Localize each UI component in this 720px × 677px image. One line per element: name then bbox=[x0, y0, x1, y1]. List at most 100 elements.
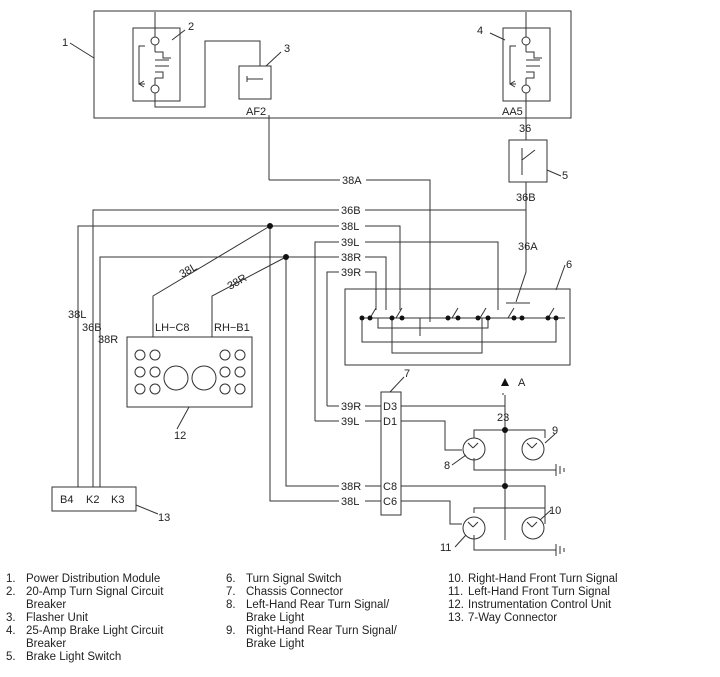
legend-number: 1. bbox=[6, 573, 16, 585]
callout-2: 2 bbox=[188, 21, 194, 33]
instrumentation-control-unit bbox=[126, 336, 253, 408]
legend-number: 4. bbox=[6, 625, 16, 637]
wire-38l-bus bbox=[77, 225, 401, 481]
lamp-ground-front bbox=[473, 535, 556, 551]
legend-number: 13. bbox=[448, 612, 464, 624]
circuit-breaker-20a bbox=[132, 12, 261, 108]
legend-text: Brake Light Switch bbox=[26, 651, 122, 663]
legend-number: 6. bbox=[226, 573, 236, 585]
flasher-unit bbox=[238, 65, 272, 180]
label-38r-vert: 38R bbox=[98, 334, 118, 346]
callout-12: 12 bbox=[174, 430, 186, 442]
lamp-lh-rear bbox=[462, 437, 486, 461]
callout-3: 3 bbox=[284, 43, 290, 55]
label-39l-conn: 39L bbox=[341, 416, 359, 428]
legend-item: 11. Left-Hand Front Turn Signal bbox=[448, 586, 618, 599]
pin-d1: D1 bbox=[383, 416, 397, 428]
wire-36b-bus bbox=[92, 195, 527, 481]
legend-text: Turn Signal Switch bbox=[246, 573, 342, 585]
label-aa5: AA5 bbox=[502, 106, 523, 118]
legend-item: 3. Flasher Unit bbox=[6, 612, 163, 625]
wire-38l-icu bbox=[152, 225, 271, 337]
legend-text: Right-Hand Rear Turn Signal/ Brake Light bbox=[246, 625, 397, 650]
label-39r-conn: 39R bbox=[341, 401, 361, 413]
label-39l-bus: 39L bbox=[341, 237, 359, 249]
lamp-rh-front bbox=[521, 516, 545, 540]
label-38a: 38A bbox=[342, 175, 362, 187]
legend-item: 6. Turn Signal Switch bbox=[226, 573, 397, 586]
callout-13: 13 bbox=[158, 512, 170, 524]
callout-7: 7 bbox=[404, 368, 410, 380]
label-38r-bus: 38R bbox=[341, 252, 361, 264]
legend-item: 12. Instrumentation Control Unit bbox=[448, 599, 618, 612]
brake-light-switch bbox=[508, 139, 548, 243]
legend-item: 4. 25-Amp Brake Light Circuit Breaker bbox=[6, 625, 163, 651]
callout-5: 5 bbox=[562, 170, 568, 182]
legend-number: 11. bbox=[448, 586, 464, 598]
pin-k2: K2 bbox=[86, 494, 99, 506]
wire-39l-bus bbox=[314, 241, 499, 421]
turn-signal-switch bbox=[344, 288, 571, 366]
label-rh-b1: RH−B1 bbox=[214, 322, 250, 334]
label-36b-vert: 36B bbox=[82, 322, 102, 334]
lamp-rh-rear bbox=[521, 437, 545, 461]
label-38l-diag: 38L bbox=[178, 261, 200, 281]
callout-11: 11 bbox=[440, 542, 451, 554]
wire-38r-bus bbox=[99, 256, 387, 481]
legend-text: Flasher Unit bbox=[26, 612, 88, 624]
legend-number: 5. bbox=[6, 651, 16, 663]
callout-1: 1 bbox=[62, 37, 68, 49]
legend-item: 7. Chassis Connector bbox=[226, 586, 397, 599]
legend-item: 2. 20-Amp Turn Signal Circuit Breaker bbox=[6, 586, 163, 612]
legend-item: 9. Right-Hand Rear Turn Signal/ Brake Lig… bbox=[226, 625, 397, 651]
legend-text: Right-Hand Front Turn Signal bbox=[468, 573, 618, 585]
wiring-diagram: 1 2 3 4 5 6 7 8 9 10 11 12 13 23 AF2 AA5… bbox=[51, 10, 572, 556]
legend-text: 20-Amp Turn Signal Circuit Breaker bbox=[26, 586, 164, 611]
legend-text: Instrumentation Control Unit bbox=[468, 599, 612, 611]
legend-item: 13.7-Way Connector bbox=[448, 612, 618, 625]
label-38l-bus: 38L bbox=[341, 221, 359, 233]
chassis-connector bbox=[380, 391, 402, 516]
legend-text: Left-Hand Front Turn Signal bbox=[468, 586, 610, 598]
legend-number: 12. bbox=[448, 599, 464, 611]
legend-item: 5. Brake Light Switch bbox=[6, 651, 163, 664]
label-36: 36 bbox=[519, 123, 531, 135]
wire-36a bbox=[515, 243, 527, 303]
wire-d1-lh-rear bbox=[401, 420, 462, 451]
label-lh-c8: LH−C8 bbox=[155, 322, 190, 334]
lamp-lh-front bbox=[462, 516, 486, 540]
label-38l-vert: 38L bbox=[68, 309, 86, 321]
legend-column-3: 10.Right-Hand Front Turn Signal 11.Left-… bbox=[448, 573, 618, 625]
label-36a: 36A bbox=[518, 241, 538, 253]
legend-column-2: 6. Turn Signal Switch 7. Chassis Connector… bbox=[226, 573, 397, 651]
callout-9: 9 bbox=[552, 425, 558, 437]
pin-b4: B4 bbox=[60, 494, 73, 506]
power-distribution-module bbox=[93, 10, 572, 119]
legend-number: 2. bbox=[6, 586, 16, 598]
legend-text: 25-Amp Brake Light Circuit Breaker bbox=[26, 625, 164, 650]
callout-23: 23 bbox=[497, 412, 509, 424]
legend-number: 3. bbox=[6, 612, 16, 624]
label-36b: 36B bbox=[516, 192, 536, 204]
legend-number: 9. bbox=[226, 625, 236, 637]
wire-38r-c8 bbox=[285, 257, 381, 487]
legend-number: 7. bbox=[226, 586, 236, 598]
legend-column-1: 1. Power Distribution Module 2. 20-Amp Tur… bbox=[6, 573, 163, 664]
junction-dots bbox=[267, 223, 559, 489]
legend-text: Power Distribution Module bbox=[26, 573, 161, 585]
pin-c6: C6 bbox=[383, 496, 397, 508]
legend-text: Chassis Connector bbox=[246, 586, 344, 598]
callout-8: 8 bbox=[444, 460, 450, 472]
wire-38a bbox=[269, 179, 431, 322]
legend-text: Left-Hand Rear Turn Signal/ Brake Light bbox=[246, 599, 390, 624]
label-38r-conn: 38R bbox=[341, 481, 361, 493]
callout-4: 4 bbox=[477, 25, 483, 37]
pin-k3: K3 bbox=[111, 494, 124, 506]
label-36b-bus: 36B bbox=[341, 205, 361, 217]
label-38l-conn: 38L bbox=[341, 496, 359, 508]
label-af2: AF2 bbox=[246, 106, 266, 118]
legend-item: 8.Left-Hand Rear Turn Signal/ Brake Ligh… bbox=[226, 599, 397, 625]
wire-39r-bus bbox=[326, 271, 377, 406]
label-38r-diag: 38R bbox=[226, 272, 250, 293]
pin-c8: C8 bbox=[383, 481, 397, 493]
